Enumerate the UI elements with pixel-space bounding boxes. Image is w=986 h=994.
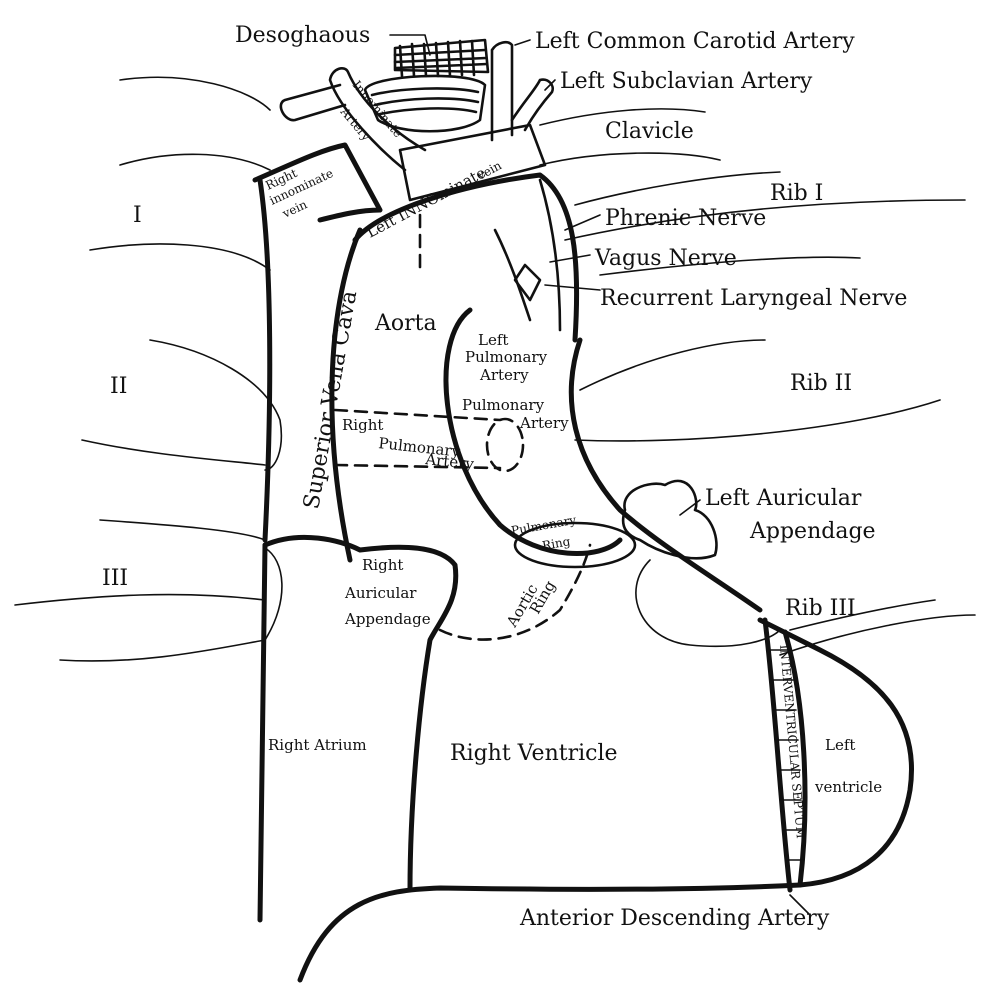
label-right-pulmonary-artery-3: Artery: [424, 450, 476, 473]
label-left-ventricle-1: Left: [825, 736, 855, 754]
label-left-auricular-appendage-2: Appendage: [749, 519, 876, 544]
label-left-subclavian: Left Subclavian Artery: [560, 69, 813, 94]
rib-left-7: [575, 400, 940, 441]
rib-right-2: [120, 154, 270, 170]
label-right-ventricle: Right Ventricle: [450, 741, 618, 766]
label-left-pulmonary-artery-3: Artery: [479, 366, 529, 384]
arrow-carotid: [515, 40, 530, 45]
label-roman-1: I: [133, 203, 142, 228]
label-right-pulmonary-artery-1: Right: [342, 416, 383, 434]
label-recurrent-laryngeal-nerve: Recurrent Laryngeal Nerve: [600, 286, 907, 311]
label-rib-2: Rib II: [790, 371, 852, 396]
label-phrenic-nerve: Phrenic Nerve: [605, 206, 766, 231]
rib-right-1: [120, 77, 270, 110]
label-left-ventricle-2: ventricle: [814, 778, 882, 796]
label-aorta: Aorta: [374, 311, 437, 336]
arrow-recurrent: [545, 285, 600, 290]
ribs-right-side: [15, 77, 282, 661]
label-esophagus: Desoghaous: [235, 23, 370, 48]
rib-left-6: [580, 340, 765, 390]
rib-right-5: [82, 440, 265, 465]
label-pulmonary-artery-1: Pulmonary: [462, 396, 545, 414]
label-left-pulmonary-artery-2: Pulmonary: [465, 348, 548, 366]
left-common-carotid-artery: [492, 42, 512, 140]
label-pulmonary-ring-2: Ring: [541, 534, 572, 553]
right-atrium-left: [260, 545, 265, 920]
label-right-auricular-appendage-1: Right: [362, 556, 403, 574]
label-roman-3: III: [102, 566, 128, 591]
leader-lines: [390, 35, 810, 915]
label-right-auricular-appendage-3: Appendage: [344, 610, 431, 628]
rib-right-4: [150, 340, 281, 470]
ribs-left-side: [540, 109, 975, 655]
label-right-atrium: Right Atrium: [268, 736, 367, 754]
rib-left-10: [780, 615, 975, 655]
label-rib-3: Rib III: [785, 596, 856, 621]
label-left-common-carotid: Left Common Carotid Artery: [535, 29, 855, 54]
rib-right-7: [15, 595, 265, 605]
label-left-auricular-appendage-1: Left Auricular: [705, 486, 862, 511]
rib-right-8: [60, 548, 282, 661]
labels: Desoghaous Left Common Carotid Artery Le…: [102, 23, 907, 931]
svc-left-edge: [260, 180, 270, 540]
label-clavicle: Clavicle: [605, 119, 694, 144]
rib-left-3: [575, 172, 780, 205]
recurrent-laryngeal-nerve-line: [515, 265, 540, 300]
rib-left-2: [540, 153, 720, 165]
label-rib-1: Rib I: [770, 181, 823, 206]
vagus-nerve-line: [495, 230, 530, 320]
phrenic-nerve-line: [540, 180, 560, 330]
label-left-innominate-vein-1: Left INNOminate: [363, 164, 488, 242]
rib-right-3: [90, 244, 270, 270]
label-pulmonary-artery-2: Artery: [519, 414, 569, 432]
label-right-auricular-appendage-2: Auricular: [344, 584, 417, 602]
label-vagus-nerve: Vagus Nerve: [594, 246, 737, 271]
label-anterior-descending-artery: Anterior Descending Artery: [519, 906, 830, 931]
label-left-pulmonary-artery-1: Left: [478, 331, 508, 349]
label-innominate-artery-2: Artery: [337, 104, 373, 144]
rib-right-6: [100, 520, 265, 540]
label-superior-vena-cava: Superior Vena Cava: [299, 289, 362, 511]
left-subclavian-artery: [512, 80, 553, 130]
right-pulmonary-artery-end: [487, 419, 523, 471]
nerves: [495, 180, 560, 330]
label-roman-2: II: [110, 374, 127, 399]
